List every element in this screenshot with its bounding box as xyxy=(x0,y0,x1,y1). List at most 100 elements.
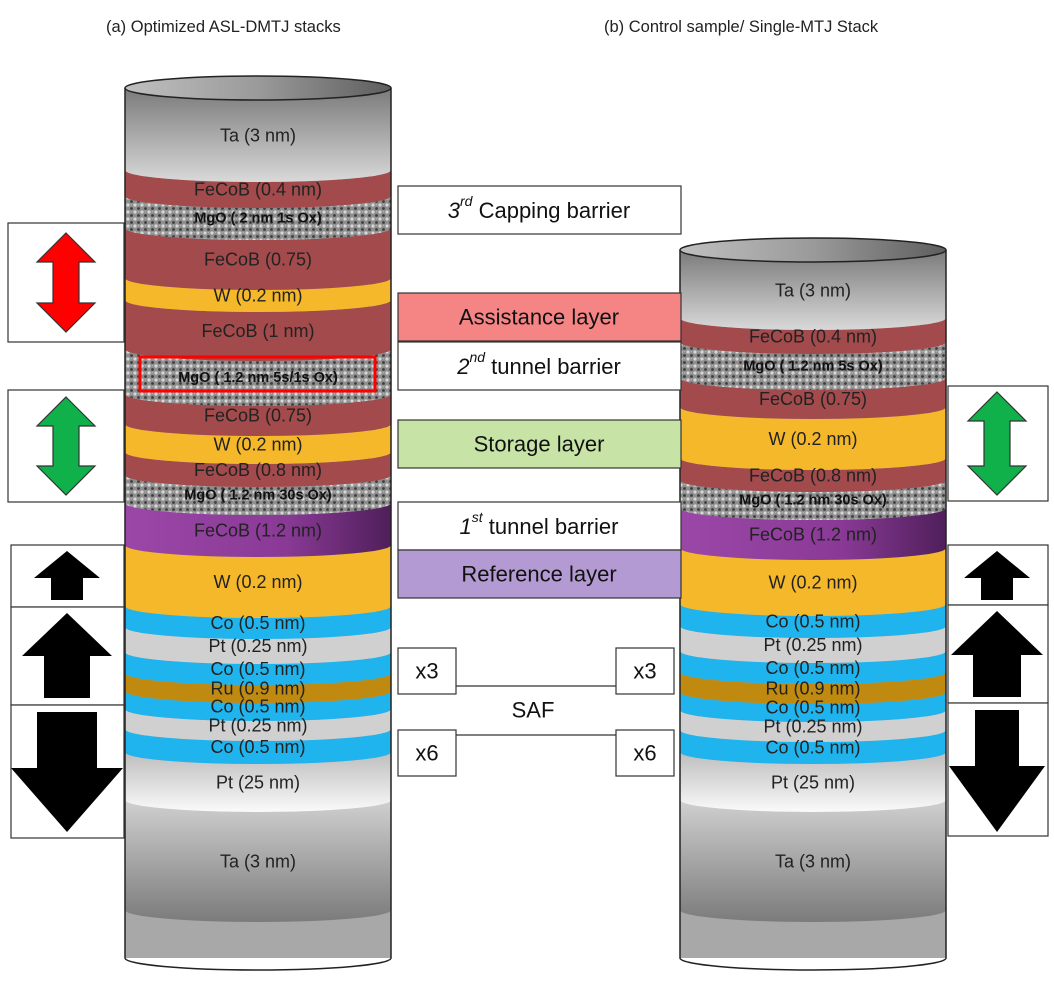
repeat-box-x3-right xyxy=(615,647,675,695)
title-left: (a) Optimized ASL-DMTJ stacks xyxy=(106,18,341,36)
layer-label: Co (0.5 nm) xyxy=(210,697,305,717)
cylinder-outline xyxy=(679,250,947,971)
stack-layer xyxy=(680,672,946,704)
layer-label: Ta (3 nm) xyxy=(775,852,851,872)
stack-layer xyxy=(125,300,391,361)
layer-label: MgO ( 2 nm 1s Ox) xyxy=(194,211,321,227)
left-arrow-column xyxy=(7,222,125,839)
layer-label: Co (0.5 nm) xyxy=(765,698,860,718)
cylinder-top xyxy=(124,75,392,101)
stack-layer xyxy=(680,800,946,922)
layer-label: W (0.2 nm) xyxy=(213,572,302,592)
layer-label: FeCoB (0.8 nm) xyxy=(194,460,322,480)
layer-label: MgO ( 1.2 nm 5s/1s Ox) xyxy=(178,370,338,386)
repeat-x3-right: x3 xyxy=(633,659,656,684)
saf-connectors: x3 x3 x6 x6 SAF xyxy=(397,647,675,777)
stack-layer xyxy=(125,606,391,639)
layer-label: Co (0.5 nm) xyxy=(210,659,305,679)
annotation-tunnel2: 2nd tunnel barrier xyxy=(397,341,682,391)
layer-label: FeCoB (0.75) xyxy=(204,250,312,270)
repeat-box-x3-left xyxy=(397,647,457,695)
layer-label: Ta (3 nm) xyxy=(220,126,296,146)
layer-label: Ru (0.9 nm) xyxy=(765,679,860,699)
repeat-x6-left: x6 xyxy=(415,741,438,766)
layer-label: Pt (0.25 nm) xyxy=(208,636,307,656)
svg-text:Assistance layer: Assistance layer xyxy=(459,305,619,330)
layer-label: Pt (0.25 nm) xyxy=(763,635,862,655)
layer-label: FeCoB (0.75) xyxy=(759,389,867,409)
left-stack: Ta (3 nm) FeCoB (0.4 nm) MgO ( 2 nm 1s Ox)… xyxy=(124,75,392,971)
stack-layer xyxy=(680,692,946,722)
green-double-arrow-icon xyxy=(966,391,1028,496)
layer-label: Pt (0.25 nm) xyxy=(763,717,862,737)
layer-label: FeCoB (0.4 nm) xyxy=(749,327,877,347)
layer-label: FeCoB (0.75) xyxy=(204,406,312,426)
layer-label: MgO ( 1.2 nm 30s Ox) xyxy=(184,488,332,504)
layer-label: FeCoB (1.2 nm) xyxy=(749,525,877,545)
stack-layer xyxy=(680,407,946,470)
svg-text:1st tunnel barrier: 1st tunnel barrier xyxy=(460,509,619,539)
stack-layer xyxy=(680,730,946,764)
black-down-arrow-icon xyxy=(949,710,1045,832)
layer-label: FeCoB (1 nm) xyxy=(201,321,314,341)
layer-label: Co (0.5 nm) xyxy=(210,613,305,633)
layer-label: Co (0.5 nm) xyxy=(210,737,305,757)
layer-label: Co (0.5 nm) xyxy=(765,658,860,678)
stack-layer xyxy=(680,604,946,638)
stack-layer xyxy=(125,800,391,922)
black-up-arrow-icon xyxy=(34,551,100,600)
stack-layer xyxy=(680,318,946,354)
repeat-x6-right: x6 xyxy=(633,741,656,766)
stack-layer xyxy=(125,652,391,685)
layer-label: W (0.2 nm) xyxy=(213,286,302,306)
svg-text:Reference layer: Reference layer xyxy=(461,562,616,587)
cylinder-top xyxy=(679,237,947,263)
annotation-capping: 3rd Capping barrier xyxy=(397,185,682,235)
stack-layer xyxy=(680,548,946,616)
layer-label: Ru (0.9 nm) xyxy=(210,679,305,699)
stack-layer xyxy=(680,508,946,560)
stack-layer xyxy=(680,710,946,742)
layer-label: MgO ( 1.2 nm 5s Ox) xyxy=(743,359,883,375)
stack-layer xyxy=(125,452,391,487)
stack-layer xyxy=(125,673,391,703)
black-up-arrow-icon xyxy=(951,611,1043,697)
stack-layer xyxy=(125,394,391,436)
green-double-arrow-icon xyxy=(35,396,97,496)
stack-layer xyxy=(680,480,946,520)
stack-layer xyxy=(680,342,946,390)
annotation-storage: Storage layer xyxy=(397,419,682,469)
repeat-box-x6-right xyxy=(615,729,675,777)
stack-layer xyxy=(680,752,946,812)
layer-label: Ta (3 nm) xyxy=(220,852,296,872)
red-double-arrow-icon xyxy=(35,232,97,333)
stack-layer xyxy=(125,88,391,182)
stack-layer xyxy=(125,196,391,240)
stack-layer xyxy=(125,228,391,290)
stack-layer xyxy=(125,278,391,312)
black-up-arrow-icon xyxy=(964,551,1030,600)
stack-layer xyxy=(680,250,946,330)
saf-label: SAF xyxy=(512,698,555,723)
stack-layer xyxy=(680,651,946,684)
stack-layer xyxy=(125,545,391,618)
svg-text:2nd tunnel barrier: 2nd tunnel barrier xyxy=(456,349,621,379)
layer-label: Co (0.5 nm) xyxy=(765,612,860,632)
svg-text:Storage layer: Storage layer xyxy=(474,432,605,457)
layer-label: W (0.2 nm) xyxy=(768,573,857,593)
layer-label: FeCoB (0.8 nm) xyxy=(749,466,877,486)
layer-label: Pt (25 nm) xyxy=(216,773,300,793)
stack-layer xyxy=(125,729,391,764)
stack-layer xyxy=(125,752,391,812)
svg-text:3rd Capping barrier: 3rd Capping barrier xyxy=(448,193,630,223)
stack-layer xyxy=(125,709,391,741)
layer-label: MgO ( 1.2 nm 30s Ox) xyxy=(739,493,887,509)
layer-label: FeCoB (0.4 nm) xyxy=(194,180,322,200)
right-arrow-column xyxy=(947,385,1049,837)
stack-layer xyxy=(680,626,946,663)
stack-layer xyxy=(125,691,391,721)
stack-layer xyxy=(125,424,391,464)
layer-label: Ta (3 nm) xyxy=(775,281,851,301)
stack-layer xyxy=(125,475,391,515)
title-right: (b) Control sample/ Single-MTJ Stack xyxy=(604,18,879,36)
